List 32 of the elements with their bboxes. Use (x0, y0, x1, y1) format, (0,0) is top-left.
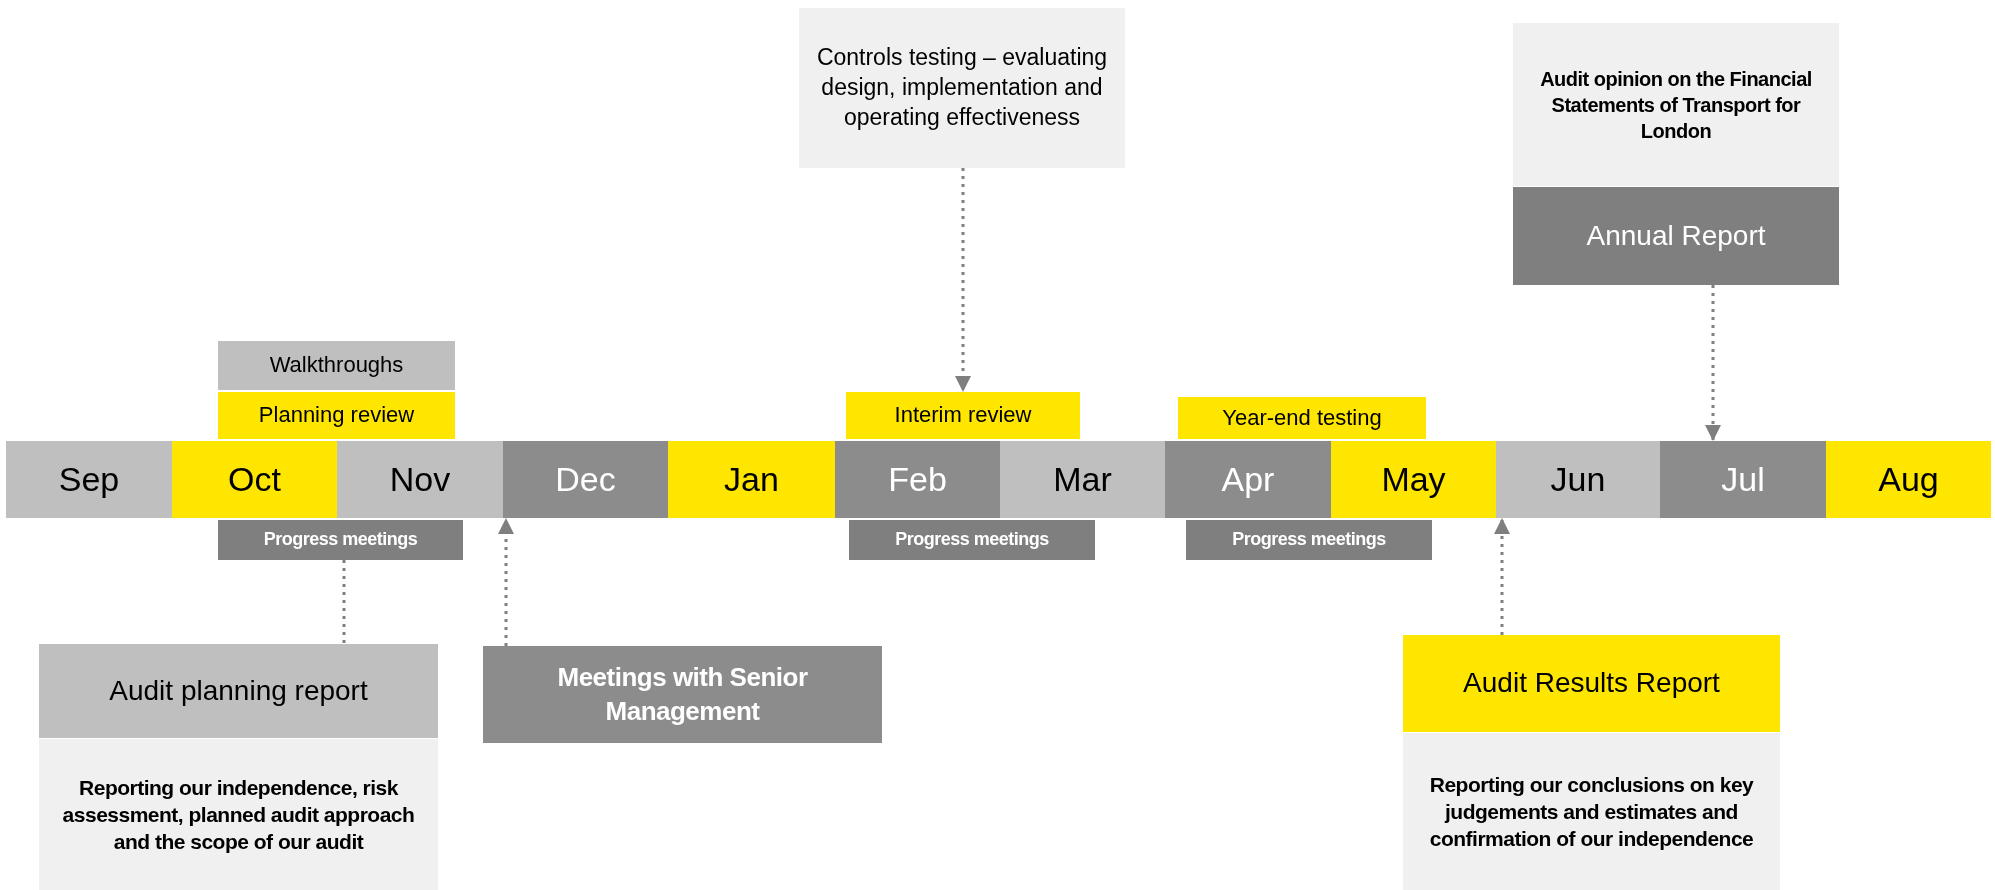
month-cell: Dec (503, 441, 668, 518)
meeting-bar: Progress meetings (1186, 520, 1432, 560)
activity-bar: Interim review (846, 392, 1080, 439)
connector-line (1705, 285, 1721, 441)
month-cell: Oct (172, 441, 337, 518)
month-cell: Jan (668, 441, 835, 518)
meeting-bar: Progress meetings (218, 520, 463, 560)
connector-line (955, 168, 971, 392)
activity-bar: Year-end testing (1178, 397, 1426, 439)
month-cell: Mar (1000, 441, 1165, 518)
month-cell: Nov (337, 441, 503, 518)
connector-line (498, 518, 514, 646)
report-description-box: Audit opinion on the Financial Statements of Transport for London (1513, 23, 1839, 186)
month-cell: Sep (6, 441, 172, 518)
activity-bar: Walkthroughs (218, 341, 455, 390)
meeting-bar: Progress meetings (849, 520, 1095, 560)
month-cell: Aug (1826, 441, 1991, 518)
report-description-box: Reporting our conclusions on key judgements and estimates and confirmation of our independence (1403, 733, 1780, 890)
report-description-box: Reporting our independence, risk assessment, planned audit approach and the scope of our audit (39, 739, 438, 890)
month-cell: May (1331, 441, 1496, 518)
month-cell: Jun (1496, 441, 1660, 518)
report-title-box: Annual Report (1513, 187, 1839, 285)
month-cell: Feb (835, 441, 1000, 518)
activity-bar: Planning review (218, 392, 455, 439)
month-cell: Apr (1165, 441, 1331, 518)
report-title-box: Audit Results Report (1403, 635, 1780, 732)
activity-box: Controls testing – evaluating design, implementation and operating effectiveness (799, 8, 1125, 168)
meeting-box: Meetings with Senior Management (483, 646, 882, 743)
connector-line (1494, 518, 1510, 635)
month-cell: Jul (1660, 441, 1826, 518)
connector-line (342, 560, 346, 644)
report-title-box: Audit planning report (39, 644, 438, 738)
